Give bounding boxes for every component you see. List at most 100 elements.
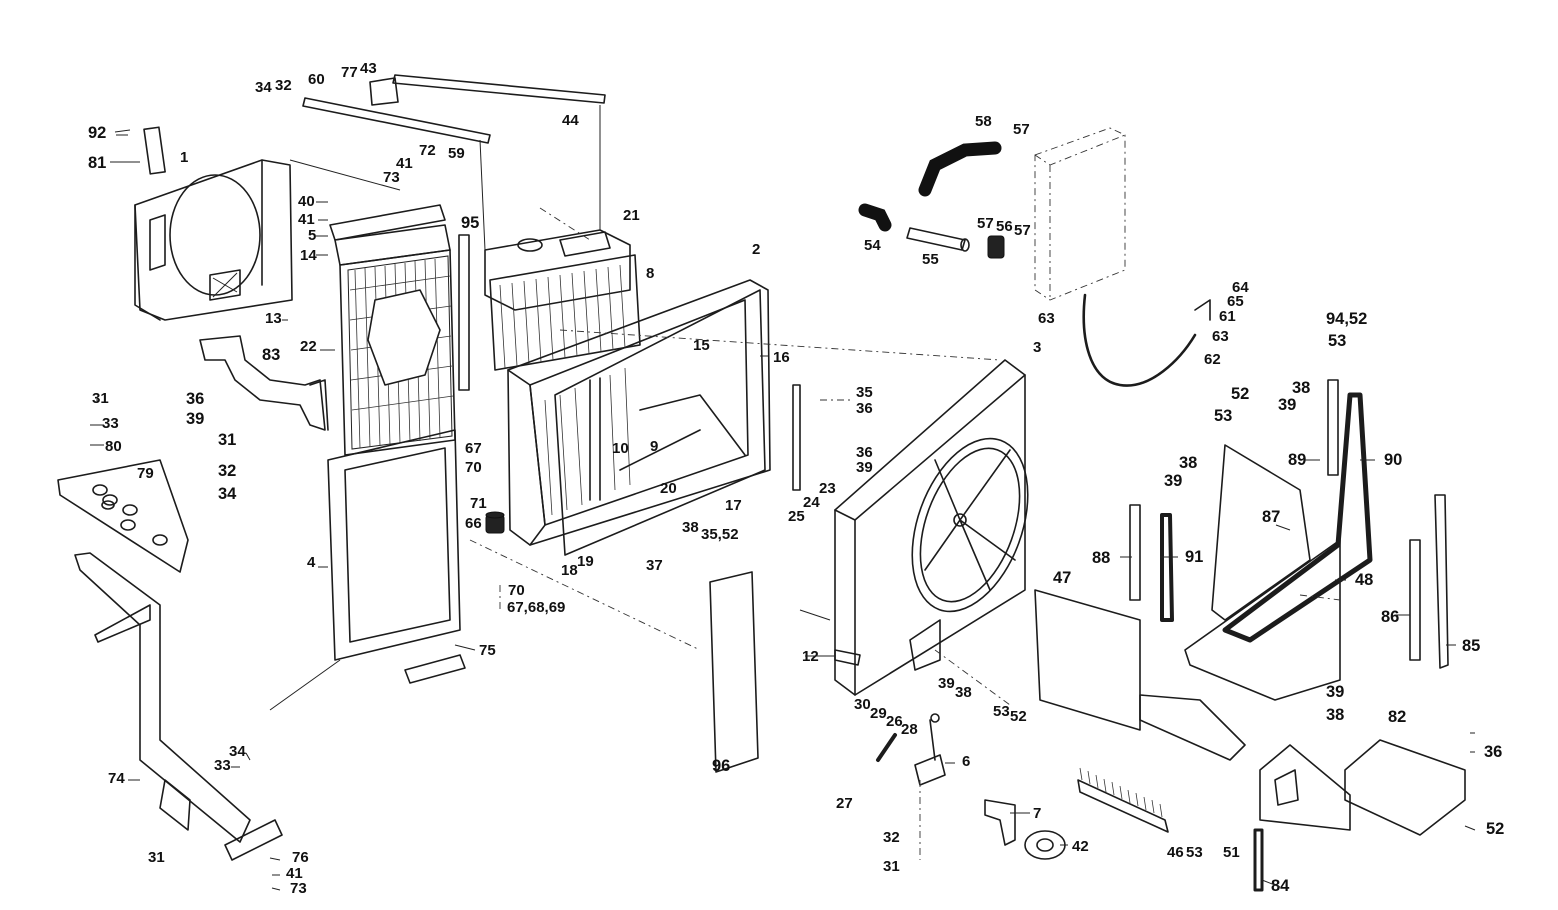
label-85: 85: [1462, 637, 1480, 655]
label-51: 51: [1223, 844, 1240, 861]
label-33-a: 33: [102, 415, 119, 432]
label-67: 67: [465, 440, 482, 457]
connector-56: [987, 235, 1005, 259]
damper-42: [1024, 830, 1066, 860]
label-13: 13: [265, 310, 282, 327]
label-5: 5: [308, 227, 316, 244]
label-57-b: 57: [977, 215, 994, 232]
label-84: 84: [1271, 877, 1290, 895]
label-39-a: 39: [186, 410, 204, 428]
rod-23: [792, 384, 801, 491]
tension-bracket: [876, 713, 946, 786]
label-53-b: 53: [1214, 407, 1232, 425]
label-39-e: 39: [1278, 396, 1296, 414]
bracket-plate: [143, 126, 166, 175]
label-76: 76: [292, 849, 309, 866]
label-41-a: 41: [298, 211, 315, 228]
label-31-c: 31: [148, 849, 165, 866]
drain-line-62: [1082, 293, 1197, 387]
label-43: 43: [360, 60, 377, 77]
label-92: 92: [88, 124, 106, 142]
label-18: 18: [561, 562, 578, 579]
label-75: 75: [479, 642, 496, 659]
label-10: 10: [612, 440, 629, 457]
label-36-c: 36: [856, 444, 873, 461]
label-27: 27: [836, 795, 853, 812]
part-labels: 1 2 3 4 5 6 7 8 9 10 12 13 14 15 16 17 1…: [88, 60, 1504, 897]
label-40: 40: [298, 193, 315, 210]
label-53-c: 53: [1328, 332, 1346, 350]
pipe-55: [906, 227, 970, 252]
main-core: [489, 254, 641, 371]
radiator-frame: [507, 279, 771, 546]
bracket-43: [369, 77, 399, 106]
label-38-a: 38: [682, 519, 699, 536]
label-70-b: 70: [508, 582, 525, 599]
label-56: 56: [996, 218, 1013, 235]
label-39-f: 39: [1326, 683, 1344, 701]
label-48: 48: [1355, 571, 1373, 589]
label-37: 37: [646, 557, 663, 574]
enclosure-panels: [1034, 379, 1449, 761]
label-4: 4: [307, 554, 316, 571]
label-62: 62: [1204, 351, 1221, 368]
label-24: 24: [803, 494, 820, 511]
label-94-52: 94,52: [1326, 310, 1367, 328]
label-47: 47: [1053, 569, 1071, 587]
label-32-c: 32: [883, 829, 900, 846]
valve-61: [1194, 299, 1211, 321]
label-86: 86: [1381, 608, 1399, 626]
expansion-tank: [1034, 127, 1126, 301]
label-39-d: 39: [1164, 472, 1182, 490]
label-30: 30: [854, 696, 871, 713]
label-53-d: 53: [1186, 844, 1203, 861]
label-9: 9: [650, 438, 658, 455]
label-36-b: 36: [856, 400, 873, 417]
label-96: 96: [712, 757, 730, 775]
label-20: 20: [660, 480, 677, 497]
label-72: 72: [419, 142, 436, 159]
top-bar-44: [392, 74, 606, 104]
label-3: 3: [1033, 339, 1041, 356]
label-54: 54: [864, 237, 881, 254]
label-14: 14: [300, 247, 317, 264]
label-95: 95: [461, 214, 479, 232]
label-57-c: 57: [1014, 222, 1031, 239]
top-bracket: [329, 204, 446, 241]
label-8: 8: [646, 265, 654, 282]
label-15: 15: [693, 337, 710, 354]
label-91: 91: [1185, 548, 1203, 566]
bottom-plate: [404, 654, 466, 684]
label-89: 89: [1288, 451, 1306, 469]
label-71: 71: [470, 495, 487, 512]
rod-9: [619, 429, 701, 471]
label-83: 83: [262, 346, 280, 364]
label-46: 46: [1167, 844, 1184, 861]
label-16: 16: [773, 349, 790, 366]
label-38-d: 38: [1292, 379, 1310, 397]
label-35-52: 35,52: [701, 526, 739, 543]
hose-58: [918, 141, 1002, 197]
hose-54: [858, 203, 892, 232]
label-77: 77: [341, 64, 358, 81]
label-73-a: 73: [383, 169, 400, 186]
label-73-b: 73: [290, 880, 307, 897]
label-52-b: 52: [1231, 385, 1249, 403]
label-28: 28: [901, 721, 918, 738]
label-63-b: 63: [1212, 328, 1229, 345]
label-38-b: 38: [955, 684, 972, 701]
label-38-e: 38: [1326, 706, 1344, 724]
label-6: 6: [962, 753, 970, 770]
label-31-b: 31: [218, 431, 236, 449]
label-53-a: 53: [993, 703, 1010, 720]
label-36-a: 36: [186, 390, 204, 408]
label-81: 81: [88, 154, 106, 172]
label-34-b: 34: [218, 485, 237, 503]
label-87: 87: [1262, 508, 1280, 526]
fan-shroud-3: [834, 359, 1029, 696]
label-65: 65: [1227, 293, 1244, 310]
label-leaders: [90, 129, 1476, 891]
label-57-a: 57: [1013, 121, 1030, 138]
label-33-b: 33: [214, 757, 231, 774]
